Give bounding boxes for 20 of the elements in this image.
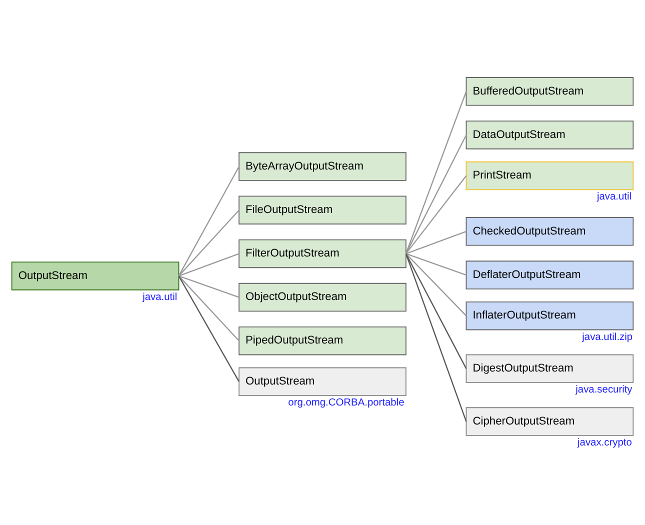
connector <box>406 253 467 316</box>
node-label: java.util <box>597 192 632 203</box>
connector <box>405 253 467 369</box>
node-label: org.omg.CORBA.portable <box>288 398 404 409</box>
node-label: java.util <box>142 292 178 303</box>
connector <box>178 275 240 298</box>
node-label: java.security <box>576 384 632 396</box>
connector <box>405 91 467 254</box>
connector <box>178 253 240 277</box>
connector <box>405 175 467 254</box>
connector <box>406 253 466 276</box>
connector <box>178 276 240 342</box>
connector <box>405 134 467 254</box>
connector <box>406 230 466 254</box>
connector <box>178 276 240 382</box>
connector <box>178 210 240 276</box>
connector <box>405 253 467 422</box>
connector <box>178 166 240 276</box>
node-label: javax.crypto <box>578 437 632 448</box>
node-label: java.util.zip <box>582 332 633 343</box>
